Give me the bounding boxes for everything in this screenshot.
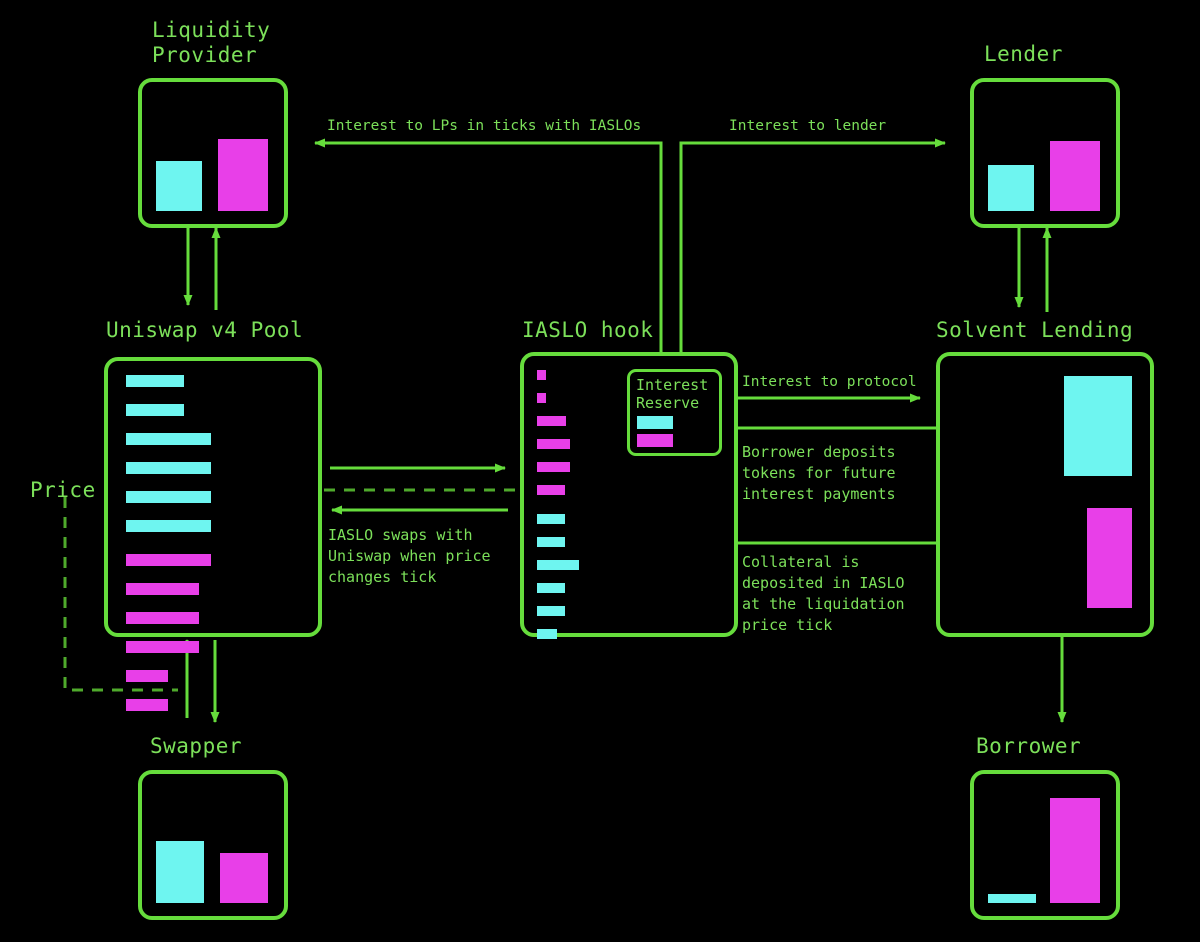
tick-bar bbox=[126, 612, 199, 624]
edge-label-interest-to-lender: Interest to lender bbox=[729, 118, 887, 134]
lp-token-a bbox=[156, 161, 202, 211]
edge-label-interest-to-protocol: Interest to protocol bbox=[742, 374, 917, 390]
interest-reserve-token-a bbox=[637, 416, 673, 429]
uniswap-pool-box[interactable] bbox=[104, 357, 322, 711]
interest-reserve-box[interactable]: Interest Reserve bbox=[627, 369, 722, 456]
edge-label-collateral-deposited: Collateral is deposited in IASLO at the … bbox=[742, 553, 905, 634]
liquidity-provider-title: Liquidity Provider bbox=[152, 18, 271, 67]
tick-bar bbox=[126, 554, 211, 566]
solvent-lending-box[interactable] bbox=[936, 352, 1154, 637]
lender-box[interactable] bbox=[970, 78, 1120, 228]
edge-label-borrower-deposits: Borrower deposits tokens for future inte… bbox=[742, 443, 896, 503]
wire-interest-to-lender bbox=[679, 138, 946, 372]
interest-reserve-token-b bbox=[637, 434, 673, 447]
solvent-lending-title: Solvent Lending bbox=[936, 318, 1134, 342]
tick-bar bbox=[537, 606, 565, 616]
tick-bar bbox=[537, 439, 570, 449]
tick-bar bbox=[126, 641, 199, 653]
tick-bar bbox=[537, 416, 566, 426]
tick-bar bbox=[537, 629, 557, 639]
tick-bar bbox=[537, 583, 565, 593]
tick-bar bbox=[126, 375, 184, 387]
tick-bar bbox=[126, 462, 211, 474]
tick-bar bbox=[537, 393, 546, 403]
edge-label-interest-to-lps: Interest to LPs in ticks with IASLOs bbox=[327, 118, 642, 134]
tick-bar bbox=[126, 520, 211, 532]
edge-label-iaslo-swaps: IASLO swaps with Uniswap when price chan… bbox=[328, 526, 491, 586]
price-line-elbow bbox=[63, 497, 178, 692]
tick-bar bbox=[126, 491, 211, 503]
tick-bar bbox=[537, 514, 565, 524]
tick-bar bbox=[537, 537, 565, 547]
lender-title: Lender bbox=[984, 42, 1063, 66]
borrower-box[interactable] bbox=[970, 770, 1120, 920]
solvent-token-a bbox=[1064, 376, 1132, 476]
tick-bar bbox=[126, 404, 184, 416]
solvent-token-b bbox=[1087, 508, 1132, 608]
swapper-box[interactable] bbox=[138, 770, 288, 920]
tick-bar bbox=[126, 670, 168, 682]
borrower-token-a bbox=[988, 894, 1036, 903]
price-label: Price bbox=[30, 478, 96, 502]
swapper-title: Swapper bbox=[150, 734, 243, 758]
iaslo-hook-title: IASLO hook bbox=[522, 318, 654, 342]
liquidity-provider-box[interactable] bbox=[138, 78, 288, 228]
lender-token-a bbox=[988, 165, 1034, 211]
tick-bar bbox=[126, 583, 199, 595]
tick-bar bbox=[126, 699, 168, 711]
iaslo-hook-box[interactable]: Interest Reserve bbox=[520, 352, 738, 639]
lender-token-b bbox=[1050, 141, 1100, 211]
swapper-token-a bbox=[156, 841, 204, 903]
swapper-token-b bbox=[220, 853, 268, 903]
tick-bar bbox=[537, 370, 546, 380]
wire-interest-to-lps bbox=[314, 138, 663, 372]
tick-bar bbox=[537, 462, 570, 472]
lp-token-b bbox=[218, 139, 268, 211]
tick-bar bbox=[537, 485, 565, 495]
borrower-token-b bbox=[1050, 798, 1100, 903]
tick-bar bbox=[537, 560, 579, 570]
borrower-title: Borrower bbox=[976, 734, 1082, 758]
uniswap-pool-title: Uniswap v4 Pool bbox=[106, 318, 304, 342]
tick-bar bbox=[126, 433, 211, 445]
interest-reserve-label: Interest Reserve bbox=[636, 376, 709, 412]
